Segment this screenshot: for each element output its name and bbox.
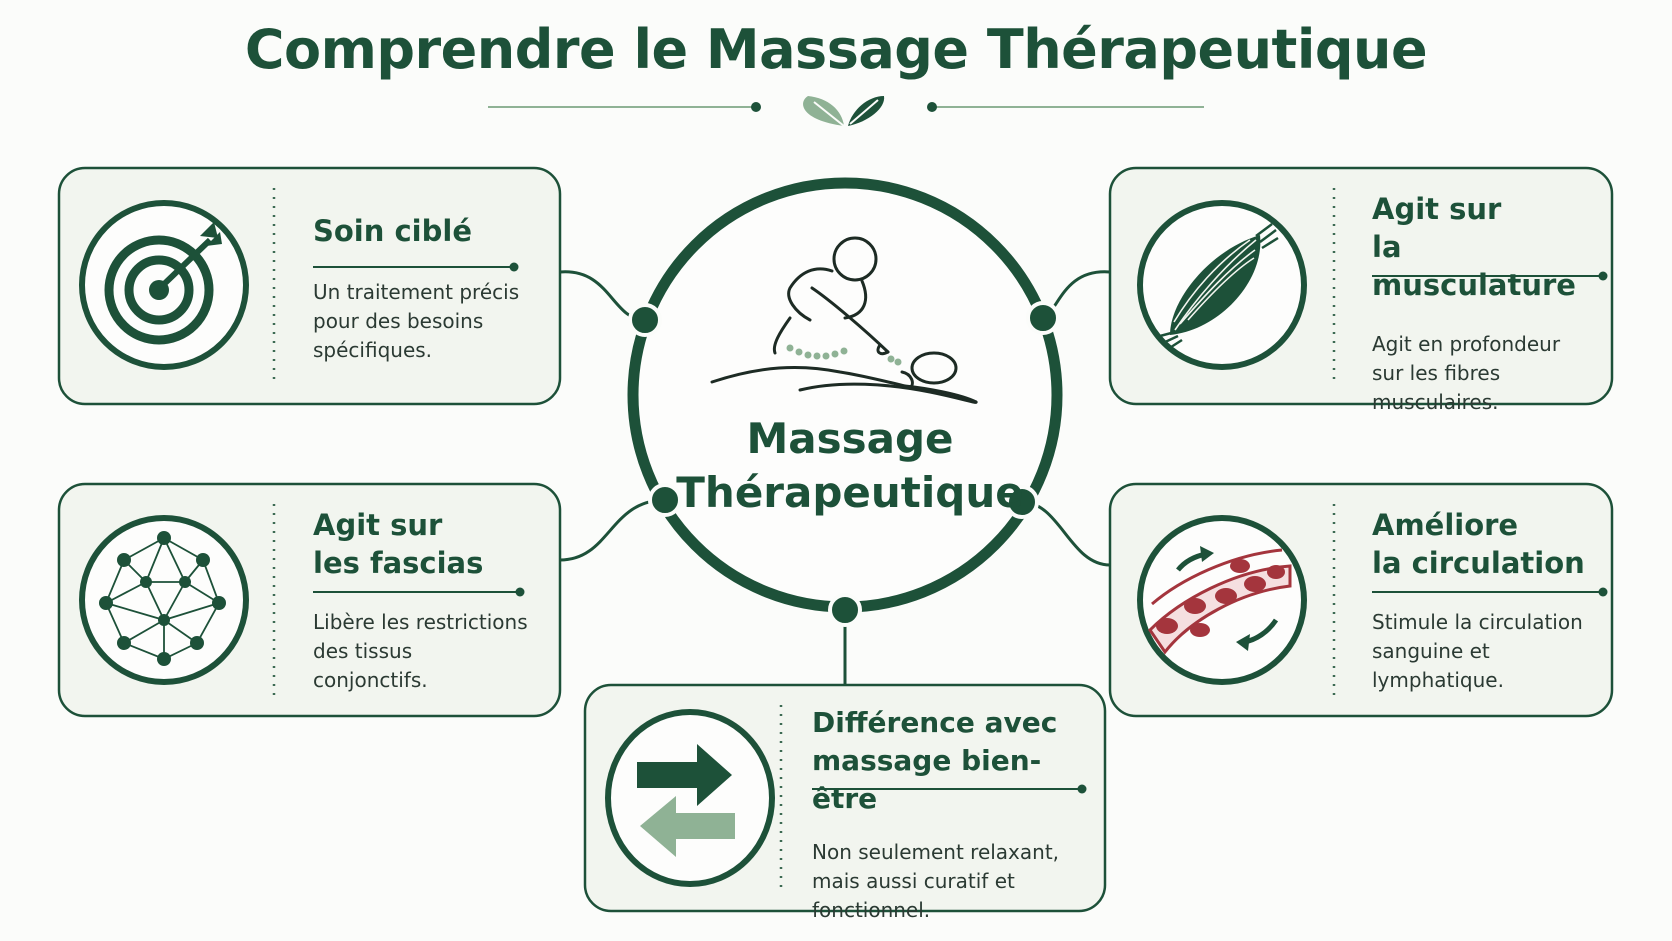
- card-title: Soin ciblé: [313, 214, 472, 248]
- card-title: Agit sur la musculature: [1372, 192, 1576, 302]
- leaf-icon: [803, 96, 885, 127]
- card-fascias: Agit sur les fascias Libère les restrict…: [313, 506, 558, 695]
- card-description: Non seulement relaxant, mais aussi curat…: [812, 840, 1060, 922]
- card-description: Libère les restrictions des tissus conjo…: [313, 610, 528, 692]
- blood-circulation-icon: [1137, 515, 1307, 685]
- card-title: Différence avec massage bien-être: [812, 706, 1058, 815]
- card-description: Un traitement précis pour des besoins sp…: [313, 280, 520, 362]
- card-description: Agit en profondeur sur les fibres muscul…: [1372, 332, 1561, 414]
- muscle-icon: [1137, 200, 1307, 370]
- center-hub: [627, 177, 1063, 627]
- card-musculature: Agit sur la musculature Agit en profonde…: [1372, 190, 1607, 417]
- massage-therapist-icon: [710, 236, 978, 404]
- card-difference: Différence avec massage bien-être Non se…: [812, 704, 1102, 925]
- exchange-arrows-icon: [605, 709, 775, 887]
- card-title: Améliore la circulation: [1372, 508, 1585, 580]
- card-circulation: Améliore la circulation Stimule la circu…: [1372, 506, 1607, 695]
- center-label: Massage Thérapeutique: [676, 414, 1024, 517]
- page-title: Comprendre le Massage Thérapeutique: [244, 18, 1428, 81]
- target-icon: [79, 200, 249, 370]
- header-divider: [488, 96, 1204, 127]
- card-soin-cible: Soin ciblé Un traitement précis pour des…: [313, 212, 553, 365]
- card-description: Stimule la circulation sanguine et lymph…: [1372, 610, 1583, 692]
- card-title: Agit sur les fascias: [313, 508, 484, 580]
- network-icon: [79, 515, 249, 685]
